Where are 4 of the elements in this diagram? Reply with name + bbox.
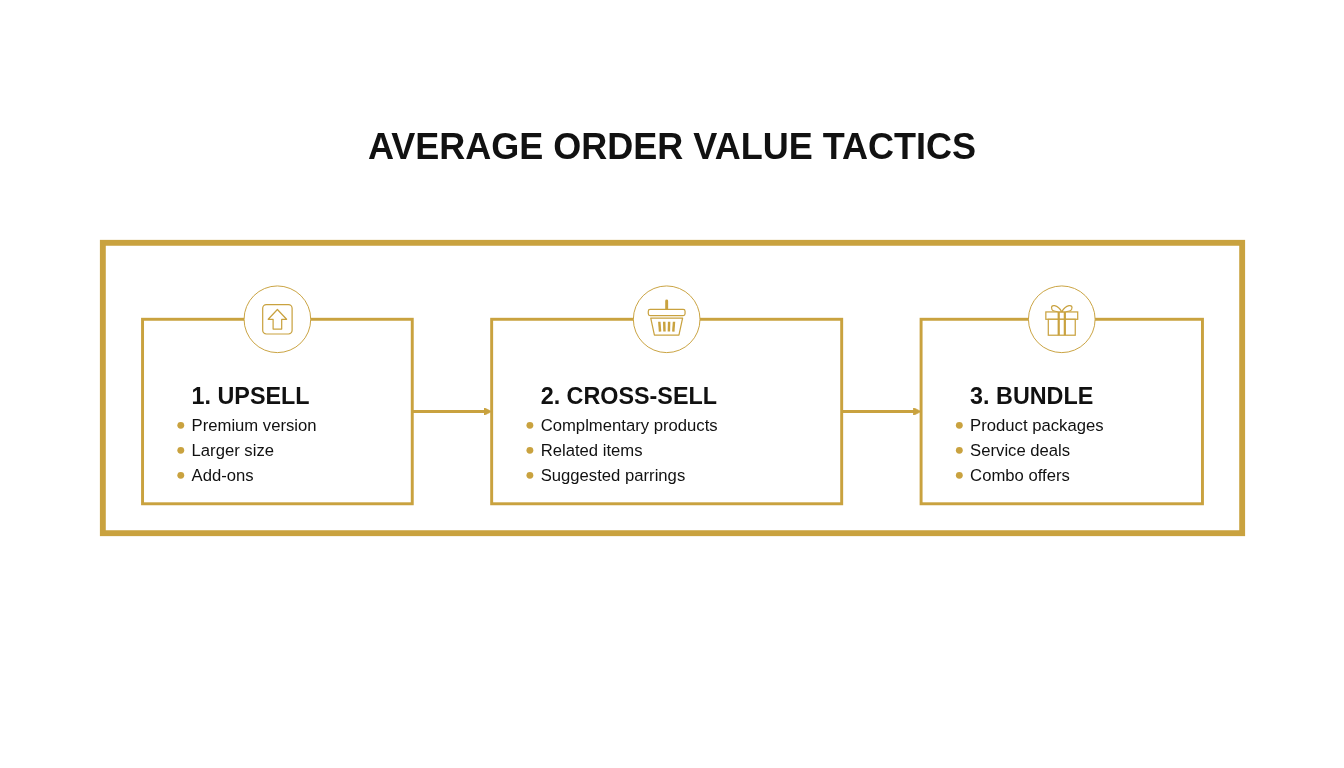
node-box: 1. UPSELL Premium version Larger size Add-ons <box>141 317 414 506</box>
diagram-title: AVERAGE ORDER VALUE TACTICS <box>368 126 976 168</box>
cluster <box>99 239 1246 537</box>
arrow <box>841 407 922 416</box>
